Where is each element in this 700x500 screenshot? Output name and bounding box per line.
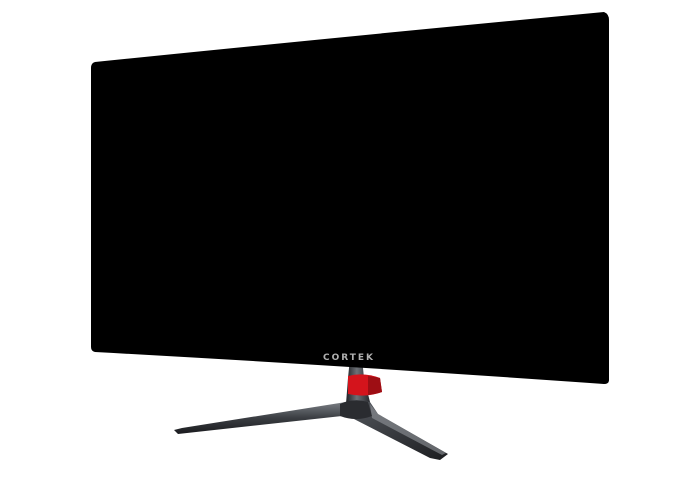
stand-accent-ring-shade — [368, 376, 382, 395]
monitor-screen — [91, 12, 609, 384]
brand-logo: CORTEK — [323, 353, 375, 363]
stand-leg-right-highlight — [370, 404, 446, 455]
stand-hub — [340, 400, 372, 419]
stand-leg-left — [174, 402, 356, 434]
